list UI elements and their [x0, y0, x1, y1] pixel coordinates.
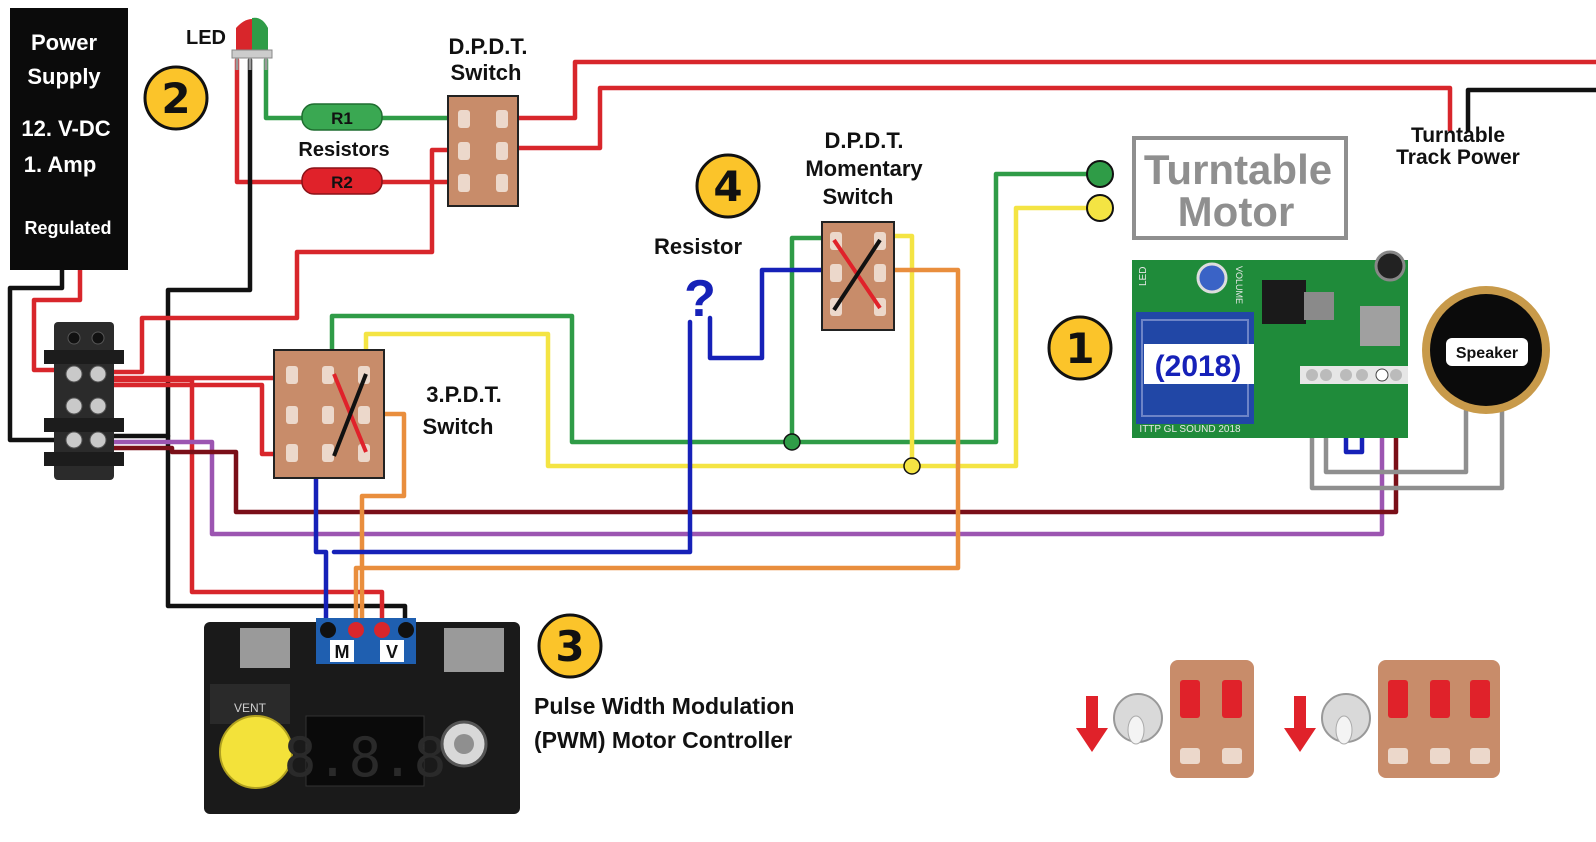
resistors-caption: Resistors [298, 139, 389, 161]
power-supply: Power Supply 12. V-DC 1. Amp Regulated [10, 8, 128, 270]
wire-red-psu [31, 267, 83, 373]
sound-board-vol: VOLUME [1234, 266, 1244, 304]
pwm-v-label: V [386, 642, 398, 662]
badge-4: 4 [695, 153, 761, 219]
wire-red-pwm [107, 377, 385, 633]
pwm-label-1: Pulse Width Modulation [534, 693, 794, 719]
wire-red-track-b [497, 85, 1453, 151]
sound-board-year: (2018) [1155, 350, 1242, 383]
badge-1: 1 [1047, 315, 1113, 381]
wires [7, 57, 1596, 633]
terminal-block [44, 322, 124, 480]
badge-3: 3 [537, 613, 603, 679]
dpdt-switch: D.P.D.T. Switch [447, 34, 528, 207]
wire-black-psu [7, 267, 73, 443]
wire-blue-b [331, 319, 693, 555]
legend-dpdt-position [1076, 660, 1254, 778]
pwm-label-2: (PWM) Motor Controller [534, 727, 792, 753]
sound-board-led: LED [1138, 267, 1149, 286]
three-pdt-switch: 3.P.D.T. Switch [273, 349, 502, 479]
wire-yellow-main [363, 205, 1093, 469]
pwm-display: 8.8.8 [284, 726, 447, 789]
wire-black-track [1465, 87, 1596, 133]
speaker: Speaker [1422, 286, 1550, 414]
wire-purple [107, 373, 1385, 537]
three-pdt-label-2: Switch [423, 414, 494, 439]
resistor-r2: R2 [301, 167, 383, 195]
pwm-m-label: M [335, 642, 350, 662]
badge-3-text: 3 [555, 622, 584, 671]
momentary-label-2: Momentary [805, 156, 923, 181]
sound-board-footer: ITTP GL SOUND 2018 [1139, 424, 1241, 435]
sound-board: (2018) LED VOLUME ITTP GL SOUND 2018 [1132, 250, 1408, 438]
r1-label: R1 [331, 109, 353, 128]
legend-3pdt-position [1284, 660, 1500, 778]
momentary-label-1: D.P.D.T. [824, 128, 903, 153]
wire-blue-c [707, 267, 837, 361]
wire-green-momentary [789, 235, 837, 445]
badge-2-text: 2 [161, 74, 190, 123]
three-pdt-label-1: 3.P.D.T. [426, 382, 501, 407]
wire-red-track-a [497, 59, 1596, 121]
pwm-vent: VENT [234, 701, 267, 715]
pwm-cap [219, 715, 293, 789]
track-power-label-1: Turntable [1411, 124, 1505, 147]
psu-voltage: 12. V-DC [21, 116, 110, 141]
unknown-resistor-label: Resistor [654, 234, 742, 259]
led: LED [186, 17, 273, 70]
led-label: LED [186, 27, 226, 49]
wire-orange-a [359, 411, 407, 633]
wire-led-green [263, 57, 465, 121]
badge-4-text: 4 [713, 162, 742, 211]
badge-1-text: 1 [1065, 324, 1094, 373]
momentary-label-3: Switch [823, 184, 894, 209]
motor-label-1: Turntable [1144, 146, 1332, 193]
dpdt-label-2: Switch [451, 60, 522, 85]
resistor-r1: R1 [301, 103, 383, 131]
motor-terminal-yellow [1086, 194, 1114, 222]
unknown-resistor-mark: ? [684, 270, 716, 328]
junction-yellow [903, 457, 921, 475]
wire-orange-b [353, 267, 961, 633]
psu-line1: Power [31, 30, 97, 55]
psu-regulated: Regulated [24, 218, 111, 238]
motor-label-2: Motor [1178, 188, 1295, 235]
wire-led-red [234, 57, 465, 185]
turntable-motor: Turntable Motor [1086, 136, 1348, 240]
wire-green-main [329, 171, 1093, 445]
motor-terminal-green [1086, 160, 1114, 188]
wire-red-dpdt-3pdt [107, 147, 463, 375]
down-arrow-icon [1076, 696, 1108, 752]
psu-line2: Supply [27, 64, 101, 89]
badge-2: 2 [143, 65, 209, 131]
r2-label: R2 [331, 173, 353, 192]
junction-green [783, 433, 801, 451]
track-power-label-2: Track Power [1396, 146, 1520, 169]
down-arrow-icon [1284, 696, 1316, 752]
pwm-controller: M V VENT 8.8.8 [204, 618, 520, 814]
dpdt-label-1: D.P.D.T. [448, 34, 527, 59]
psu-current: 1. Amp [24, 152, 97, 177]
speaker-label: Speaker [1456, 345, 1518, 362]
wire-darkred [107, 373, 1399, 515]
volume-pot [1196, 262, 1228, 294]
dpdt-momentary-switch: D.P.D.T. Momentary Switch [805, 128, 923, 331]
